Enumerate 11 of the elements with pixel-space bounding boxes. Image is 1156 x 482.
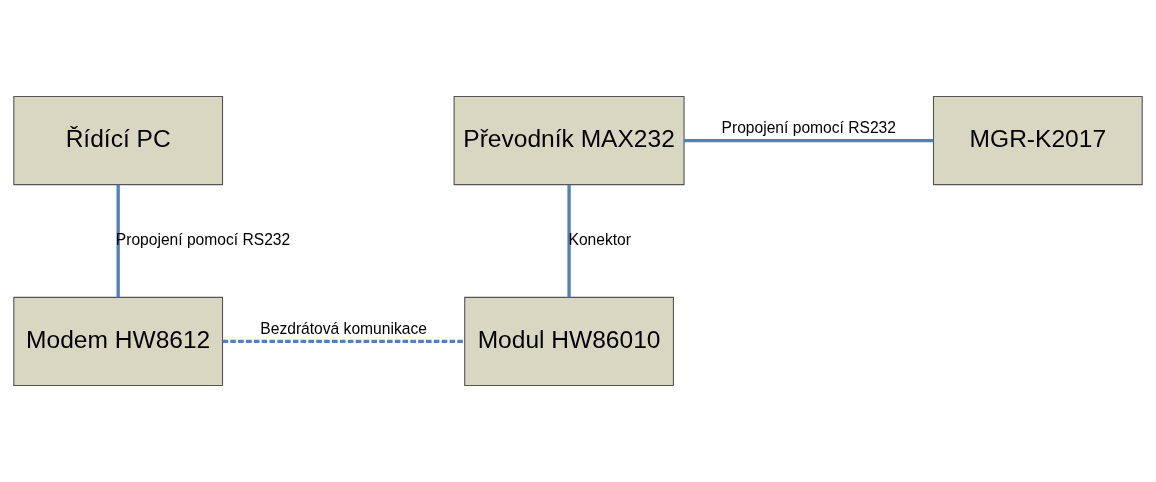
connector [684,138,934,143]
edge-label: Bezdrátová komunikace [260,319,427,337]
node-box: Modul HW86010 [464,296,674,387]
node-box: Modem HW8612 [13,296,224,387]
node-box: Převodník MAX232 [453,95,685,186]
connector [222,339,465,344]
connector [116,184,120,298]
edge-label: Propojení pomocí RS232 [721,118,896,136]
connector [567,184,571,298]
node-box: Řídící PC [13,95,224,186]
node-box: MGR-K2017 [932,95,1143,186]
